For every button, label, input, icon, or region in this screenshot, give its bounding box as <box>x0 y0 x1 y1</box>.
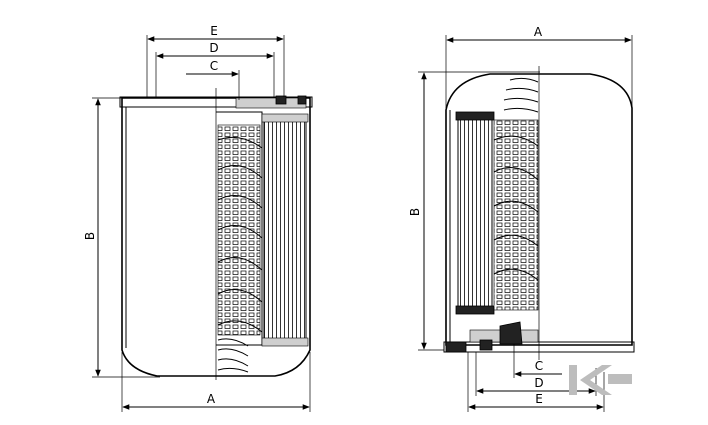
right-spring-bands <box>493 135 539 281</box>
right-label-e: E <box>535 392 543 406</box>
left-dimension-d: D <box>155 41 275 97</box>
left-filter-view: A B E D C <box>83 24 313 412</box>
right-dimension-a: A <box>445 25 633 108</box>
right-housing-outline <box>445 73 633 346</box>
left-dimension-c: C <box>186 59 240 100</box>
right-top-spring <box>503 77 539 113</box>
right-dimension-c: C <box>513 344 562 378</box>
left-spring-bands <box>217 136 263 333</box>
left-label-b: B <box>83 232 97 240</box>
left-label-e: E <box>210 24 218 38</box>
right-pleated-element <box>457 117 493 309</box>
left-dimension-e: E <box>146 24 285 97</box>
left-label-d: D <box>209 41 218 55</box>
right-bottom-cap <box>445 321 539 353</box>
left-label-a: A <box>207 392 216 406</box>
right-label-a: A <box>534 25 543 39</box>
right-mesh-core <box>493 119 539 311</box>
left-housing-outline <box>121 97 311 377</box>
left-bottom-spring <box>217 338 249 373</box>
left-pleated-element <box>263 119 307 343</box>
left-spring-section <box>216 111 263 346</box>
left-top-cap <box>235 97 307 109</box>
right-label-c: C <box>535 359 543 373</box>
right-label-d: D <box>534 376 543 390</box>
watermark-logo <box>569 365 632 395</box>
left-dimension-a: A <box>121 352 311 412</box>
right-dimension-b: B <box>408 71 540 351</box>
left-label-c: C <box>210 59 218 73</box>
right-label-b: B <box>408 208 422 216</box>
left-dimension-b: B <box>83 97 160 378</box>
right-filter-view: A B C D E <box>408 25 635 412</box>
